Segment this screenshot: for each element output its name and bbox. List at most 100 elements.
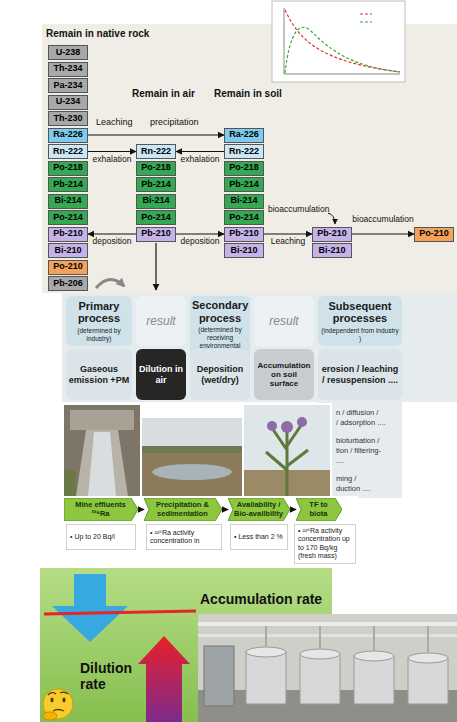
step-chevron: TF to biota — [296, 498, 342, 521]
photo-detail — [408, 658, 448, 704]
node-text: Dilution in air — [138, 364, 184, 385]
nuclide-box: Rn-222 — [48, 144, 88, 159]
deposition-arrow — [155, 243, 156, 290]
node-text: Po-214 — [139, 213, 173, 223]
photo-detail — [267, 421, 277, 431]
value-callout: • ²²⁶Ra activity concentration up to 170… — [294, 524, 356, 564]
value-callout: • ²²⁶Ra activity concentration in — [146, 524, 222, 550]
node-text: Ra-226 — [227, 130, 261, 140]
step-chevron: Mine effluents ²²⁶Ra — [64, 498, 138, 521]
emoji-eye — [50, 698, 53, 703]
process-header: Primary process(determined by industry) — [66, 296, 132, 346]
photo-detail — [354, 651, 394, 661]
node-text: Secondary process — [192, 299, 248, 324]
nuclide-box: U-238 — [48, 45, 88, 60]
node-text: • Less than 2 % — [234, 533, 284, 541]
value-callout: • Less than 2 % — [230, 524, 288, 550]
nuclide-box: Pb-206 — [48, 276, 88, 291]
nuclide-box: Pb-210 — [224, 227, 264, 242]
nuclide-box: Po-214 — [136, 210, 176, 225]
nuclide-box: Rn-222 — [136, 144, 176, 159]
nuclide-box: Pb-210 — [48, 227, 88, 242]
chevron-fill — [296, 498, 342, 521]
nuclide-box: Po-210 — [414, 227, 454, 242]
process-label: bioaccumulation — [268, 204, 329, 214]
flow-arrow — [138, 509, 144, 510]
process-fragment: ming / — [336, 474, 356, 483]
node-text: Precipitation & sedimentation — [149, 501, 216, 518]
node-text: Mine effluents ²²⁶Ra — [69, 501, 132, 518]
process-box: Gaseous emission +PM — [66, 349, 132, 400]
node-text: Rn-222 — [227, 147, 261, 157]
node-text: Pb-210 — [315, 229, 349, 239]
edge-label: exhalation — [93, 155, 132, 164]
photo-detail — [354, 656, 394, 704]
leader-arrow — [328, 213, 335, 224]
photo-panel — [60, 496, 358, 564]
result-box: Dilution in air — [136, 349, 186, 400]
node-text: Rn-222 — [139, 147, 173, 157]
photo-detail — [88, 432, 116, 496]
up-arrow — [138, 636, 190, 722]
chart-curve — [285, 27, 400, 73]
nuclide-box: Po-218 — [224, 161, 264, 176]
node-text: Bi-210 — [51, 246, 85, 256]
node-text: • ²²⁶Ra activity concentration up to 170… — [298, 527, 352, 561]
photo-detail — [266, 424, 308, 496]
nuclide-box: Pb-214 — [48, 177, 88, 192]
process-label: precipitation — [150, 117, 199, 127]
chart-axis — [284, 74, 400, 75]
photo-detail — [246, 652, 286, 704]
result-header: result — [254, 296, 314, 346]
node-text: Deposition (wet/dry) — [192, 364, 248, 385]
node-text: U-238 — [51, 48, 85, 58]
flow-arrow — [352, 233, 414, 234]
nuclide-box: Pb-214 — [224, 177, 264, 192]
lab-photo — [198, 614, 457, 722]
node-text: Subsequent processes — [320, 300, 400, 325]
node-text: Pb-206 — [51, 279, 85, 289]
pond-photo — [142, 418, 242, 496]
process-fragment: .... — [336, 456, 344, 465]
node-text: Pb-210 — [227, 229, 261, 239]
photo-detail — [152, 464, 232, 480]
node-text: • ²²⁶Ra activity concentration in — [150, 529, 218, 546]
process-panel — [62, 293, 457, 402]
flow-arrow — [88, 134, 224, 135]
photo-detail — [70, 410, 134, 430]
photo-detail — [198, 634, 457, 637]
effluent-photo — [64, 405, 140, 496]
node-text: Pb-210 — [139, 229, 173, 239]
photo-detail — [198, 622, 457, 626]
flow-arrow — [222, 509, 228, 510]
nuclide-box: Po-218 — [136, 161, 176, 176]
node-text: Pb-214 — [227, 180, 261, 190]
process-fragment: n / diffusion / — [336, 408, 378, 417]
chevron-fill — [228, 498, 290, 521]
decay-chart — [272, 1, 405, 82]
process-box: Deposition (wet/dry) — [190, 349, 250, 400]
nuclide-box: Bi-214 — [48, 194, 88, 209]
node-text: erosion / leaching / resuspension .... — [320, 364, 400, 385]
photo-detail — [204, 646, 234, 706]
node-text: Pb-210 — [51, 229, 85, 239]
node-subtext: (determined by industry) — [68, 327, 130, 343]
flow-arrow — [290, 509, 296, 510]
emoji-mouth — [53, 710, 64, 712]
chevron-fill — [144, 498, 222, 521]
nuclide-box: Po-210 — [48, 260, 88, 275]
edge-label: deposition — [181, 237, 220, 246]
emoji-hand — [43, 712, 57, 720]
photo-detail — [76, 430, 128, 496]
nuclide-box: Po-218 — [48, 161, 88, 176]
nuclide-box: Bi-210 — [312, 243, 352, 258]
flow-arrow — [176, 151, 224, 152]
nuclide-box: Pb-214 — [136, 177, 176, 192]
nuclide-box: Po-214 — [48, 210, 88, 225]
node-text: TF to biota — [301, 501, 336, 518]
nuclide-box: Po-214 — [224, 210, 264, 225]
photo-detail — [142, 418, 242, 446]
nuclide-box: Bi-214 — [224, 194, 264, 209]
nuclide-box: Bi-210 — [48, 243, 88, 258]
process-fragment: tion / filtering- — [336, 446, 381, 455]
